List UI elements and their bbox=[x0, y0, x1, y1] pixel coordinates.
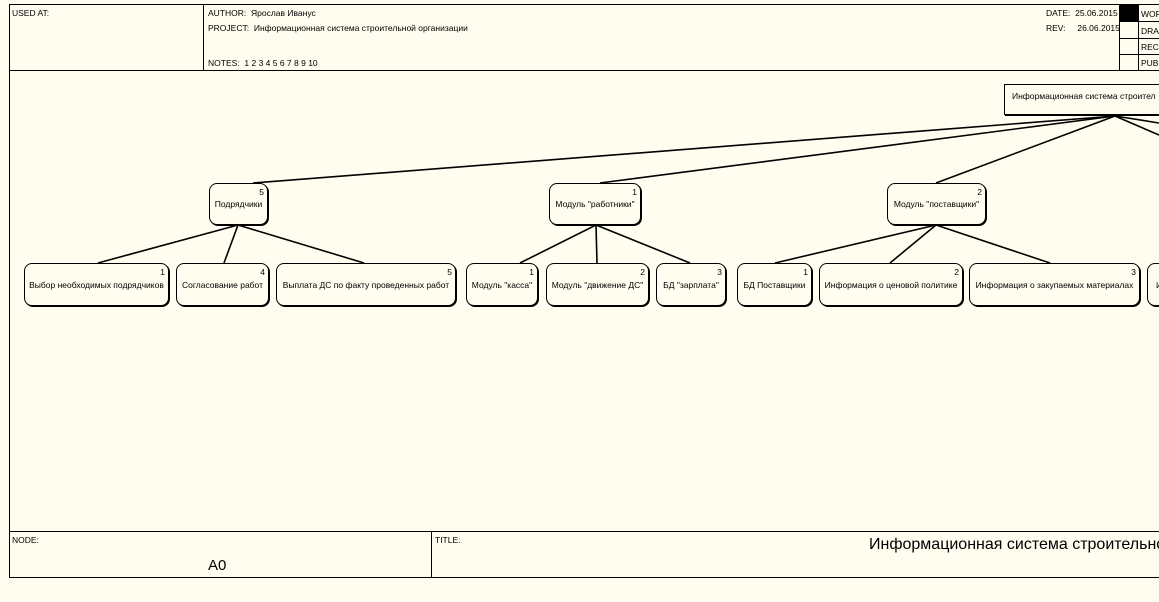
node-label: NODE: bbox=[12, 535, 39, 545]
title-label: TITLE: bbox=[435, 535, 461, 545]
leaf-node-number: 1 bbox=[803, 267, 808, 277]
leaf-node-cashflow-module[interactable]: 2 Модуль "движение ДС" bbox=[546, 263, 649, 306]
leaf-node-partial[interactable]: И bbox=[1147, 263, 1159, 306]
status-divider-1 bbox=[1119, 21, 1159, 22]
status-recommended: REC bbox=[1141, 42, 1159, 52]
leaf-node-label: Модуль "движение ДС" bbox=[551, 279, 644, 290]
leaf-node-label: Выплата ДС по факту проведенных работ bbox=[282, 279, 450, 290]
header-col-divider-2 bbox=[1119, 4, 1120, 70]
leaf-node-number: 3 bbox=[717, 267, 722, 277]
module-node-number: 2 bbox=[977, 187, 982, 197]
project-row: PROJECT: Информационная система строител… bbox=[208, 23, 468, 33]
leaf-node-number: 4 bbox=[260, 267, 265, 277]
edge-module3-leaf9 bbox=[935, 224, 1051, 264]
edge-root-module-2 bbox=[599, 115, 1116, 184]
author-row: AUTHOR: Ярослав Иванус bbox=[208, 8, 316, 18]
status-working-marker bbox=[1120, 5, 1138, 21]
diagram-frame bbox=[9, 4, 1159, 578]
header-col-divider-3 bbox=[1138, 4, 1139, 70]
edge-module2-leaf4 bbox=[519, 224, 597, 264]
leaf-node-number: 5 bbox=[447, 267, 452, 277]
header-col-divider-1 bbox=[203, 4, 204, 70]
edge-root-module-3 bbox=[935, 115, 1116, 184]
project-value: Информационная система строительной орга… bbox=[253, 23, 468, 33]
notes-value: 1 2 3 4 5 6 7 8 9 10 bbox=[244, 58, 318, 68]
used-at-label: USED AT: bbox=[12, 8, 50, 18]
leaf-node-label: Модуль "касса" bbox=[471, 279, 533, 290]
edge-root-offscreen-2 bbox=[1114, 115, 1159, 136]
rev-row: REV: 26.06.2015 bbox=[1046, 23, 1120, 33]
edge-module1-leaf3 bbox=[237, 224, 365, 264]
leaf-node-label: БД Поставщики bbox=[743, 279, 806, 290]
status-publication: PUB bbox=[1141, 58, 1159, 68]
status-divider-2 bbox=[1119, 38, 1159, 39]
leaf-node-materials-info[interactable]: 3 Информация о закупаемых материалах bbox=[969, 263, 1140, 306]
leaf-node-pricing-info[interactable]: 2 Информация о ценовой политике bbox=[819, 263, 963, 306]
diagram-title: Информационная система строительной о bbox=[869, 536, 1159, 553]
edge-module2-leaf5 bbox=[595, 224, 598, 264]
rev-value: 26.06.2015 bbox=[1077, 23, 1120, 33]
edge-module1-leaf2 bbox=[223, 224, 239, 264]
leaf-node-number: 1 bbox=[529, 267, 534, 277]
leaf-node-number: 2 bbox=[954, 267, 959, 277]
leaf-node-cash-module[interactable]: 1 Модуль "касса" bbox=[466, 263, 538, 306]
edge-module3-leaf8 bbox=[889, 224, 937, 264]
date-value: 25.06.2015 bbox=[1075, 8, 1118, 18]
root-node[interactable]: Информационная система строител bbox=[1004, 84, 1159, 115]
leaf-node-label: Информация о закупаемых материалах bbox=[975, 279, 1134, 290]
edge-module3-leaf7 bbox=[774, 224, 937, 264]
leaf-node-choose-contractors[interactable]: 1 Выбор необходимых подрядчиков bbox=[24, 263, 169, 306]
edge-root-offscreen-1 bbox=[1114, 115, 1159, 124]
author-value: Ярослав Иванус bbox=[250, 8, 316, 18]
status-draft: DRA bbox=[1141, 26, 1159, 36]
leaf-node-label: Согласование работ bbox=[182, 279, 263, 290]
module-node-contractors[interactable]: 5 Подрядчики bbox=[209, 183, 268, 225]
footer-divider bbox=[9, 531, 1159, 532]
leaf-node-label: Выбор необходимых подрядчиков bbox=[29, 279, 164, 290]
rev-label: REV: bbox=[1046, 23, 1066, 33]
leaf-node-number: 1 bbox=[160, 267, 165, 277]
notes-label: NOTES: bbox=[208, 58, 240, 68]
module-node-label: Подрядчики bbox=[214, 199, 263, 209]
edge-module2-leaf6 bbox=[595, 224, 691, 264]
leaf-node-salary-db[interactable]: 3 БД "зарплата" bbox=[656, 263, 726, 306]
module-node-suppliers[interactable]: 2 Модуль "поставщики" bbox=[887, 183, 986, 225]
edge-module1-leaf1 bbox=[97, 224, 239, 264]
date-row: DATE: 25.06.2015 bbox=[1046, 8, 1118, 18]
leaf-node-number: 3 bbox=[1131, 267, 1136, 277]
leaf-node-suppliers-db[interactable]: 1 БД Поставщики bbox=[737, 263, 812, 306]
module-node-label: Модуль "работники" bbox=[555, 199, 635, 209]
edge-root-module-1 bbox=[252, 115, 1116, 184]
leaf-node-label: Информация о ценовой политике bbox=[824, 279, 958, 290]
leaf-node-label: И bbox=[1148, 280, 1159, 290]
footer-col-divider bbox=[431, 531, 432, 578]
notes-row: NOTES: 1 2 3 4 5 6 7 8 9 10 bbox=[208, 58, 318, 68]
status-working: WOR bbox=[1141, 9, 1159, 19]
root-node-label: Информационная система строител bbox=[1012, 91, 1156, 101]
leaf-node-work-approval[interactable]: 4 Согласование работ bbox=[176, 263, 269, 306]
module-node-number: 5 bbox=[259, 187, 264, 197]
module-node-number: 1 bbox=[632, 187, 637, 197]
leaf-node-payment[interactable]: 5 Выплата ДС по факту проведенных работ bbox=[276, 263, 456, 306]
author-label: AUTHOR: bbox=[208, 8, 247, 18]
leaf-node-number: 2 bbox=[640, 267, 645, 277]
leaf-node-label: БД "зарплата" bbox=[663, 279, 719, 290]
project-label: PROJECT: bbox=[208, 23, 250, 33]
header-divider bbox=[9, 70, 1159, 71]
node-value: A0 bbox=[208, 557, 227, 574]
module-node-workers[interactable]: 1 Модуль "работники" bbox=[549, 183, 641, 225]
module-node-label: Модуль "поставщики" bbox=[893, 199, 980, 209]
date-label: DATE: bbox=[1046, 8, 1071, 18]
status-divider-3 bbox=[1119, 54, 1159, 55]
